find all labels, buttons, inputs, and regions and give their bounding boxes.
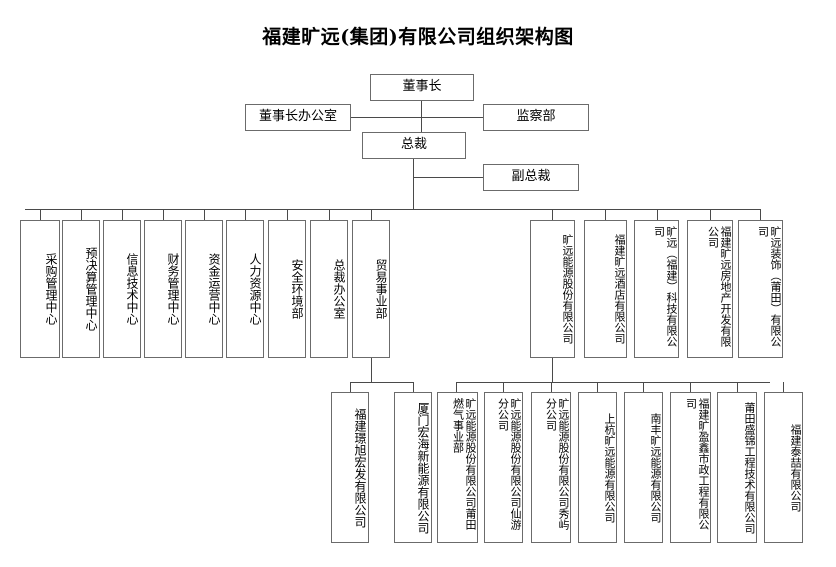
node-chairman-office[interactable]: 董事长办公室 bbox=[245, 104, 351, 131]
node-dept-6[interactable]: 安全环境部 bbox=[268, 220, 306, 358]
connector-chairman-office-bus bbox=[351, 117, 483, 118]
node-sub-4[interactable]: 旷远装饰（莆田）有限公司 bbox=[738, 220, 783, 358]
node-energy-child-2[interactable]: 旷远能源股份有限公司秀屿分公司 bbox=[531, 392, 571, 543]
node-energy-child-1[interactable]: 旷远能源股份有限公司仙游分公司 bbox=[484, 392, 523, 543]
drop-sub-2 bbox=[657, 209, 658, 221]
drop-dept-8 bbox=[371, 209, 372, 221]
node-energy-child-6[interactable]: 莆田盛锦工程技术有限公司 bbox=[717, 392, 757, 543]
node-dept-0[interactable]: 采购管理中心 bbox=[20, 220, 60, 358]
drop-dept-2 bbox=[122, 209, 123, 221]
node-dept-3[interactable]: 财务管理中心 bbox=[144, 220, 182, 358]
node-dept-8[interactable]: 贸易事业部 bbox=[352, 220, 390, 358]
node-energy-child-5[interactable]: 福建旷盈鑫市政工程有限公司 bbox=[670, 392, 711, 543]
drop-energy-1 bbox=[503, 382, 504, 392]
node-energy-child-0[interactable]: 旷远能源股份有限公司莆田燃气事业部 bbox=[437, 392, 478, 543]
main-bus bbox=[25, 209, 761, 210]
node-trade-child-0[interactable]: 福建璟旭宏发有限公司 bbox=[331, 392, 369, 543]
node-dept-5[interactable]: 人力资源中心 bbox=[226, 220, 264, 358]
node-energy-child-3[interactable]: 上杭旷远能源有限公司 bbox=[578, 392, 617, 543]
drop-dept-3 bbox=[163, 209, 164, 221]
drop-energy-0 bbox=[456, 382, 457, 392]
node-dept-4[interactable]: 资金运营中心 bbox=[185, 220, 223, 358]
node-president[interactable]: 总裁 bbox=[362, 132, 466, 159]
drop-energy-3 bbox=[597, 382, 598, 392]
drop-sub-0 bbox=[552, 209, 553, 221]
connector-president-trunk bbox=[413, 159, 414, 210]
drop-dept-6 bbox=[287, 209, 288, 221]
page-title: 福建旷远(集团)有限公司组织架构图 bbox=[262, 26, 574, 48]
drop-energy-7 bbox=[783, 382, 784, 392]
connector-trade-trunk bbox=[371, 358, 372, 382]
drop-sub-1 bbox=[605, 209, 606, 221]
node-vice-president[interactable]: 副总裁 bbox=[483, 164, 579, 191]
node-dept-7[interactable]: 总裁办公室 bbox=[310, 220, 348, 358]
node-sub-3[interactable]: 福建旷远房地产开发有限公司 bbox=[687, 220, 733, 358]
drop-dept-4 bbox=[204, 209, 205, 221]
node-dept-1[interactable]: 预决算管理中心 bbox=[62, 220, 100, 358]
drop-sub-3 bbox=[710, 209, 711, 221]
connector-chairman-to-president bbox=[421, 101, 422, 132]
node-sub-2[interactable]: 旷远（福建）科技有限公司 bbox=[634, 220, 679, 358]
node-trade-child-1[interactable]: 厦门宏海新能源有限公司 bbox=[394, 392, 432, 543]
drop-energy-2 bbox=[551, 382, 552, 392]
drop-dept-5 bbox=[245, 209, 246, 221]
connector-vice-president bbox=[413, 177, 483, 178]
drop-trade-0 bbox=[350, 382, 351, 392]
drop-trade-1 bbox=[413, 382, 414, 392]
drop-energy-4 bbox=[643, 382, 644, 392]
node-sub-1[interactable]: 福建旷远酒店有限公司 bbox=[584, 220, 627, 358]
node-dept-2[interactable]: 信息技术中心 bbox=[103, 220, 141, 358]
node-energy-child-7[interactable]: 福建泰喆有限公司 bbox=[764, 392, 803, 543]
drop-sub-4 bbox=[760, 209, 761, 221]
node-sub-0[interactable]: 旷远能源股份有限公司 bbox=[530, 220, 575, 358]
node-chairman[interactable]: 董事长 bbox=[370, 74, 474, 101]
trade-bus bbox=[350, 382, 414, 383]
energy-bus bbox=[456, 382, 770, 383]
drop-dept-7 bbox=[329, 209, 330, 221]
drop-dept-0 bbox=[40, 209, 41, 221]
node-supervision-dept[interactable]: 监察部 bbox=[483, 104, 589, 131]
drop-energy-6 bbox=[737, 382, 738, 392]
drop-energy-5 bbox=[690, 382, 691, 392]
drop-dept-1 bbox=[81, 209, 82, 221]
connector-energy-trunk bbox=[552, 358, 553, 382]
node-energy-child-4[interactable]: 南丰旷远能源有限公司 bbox=[624, 392, 663, 543]
